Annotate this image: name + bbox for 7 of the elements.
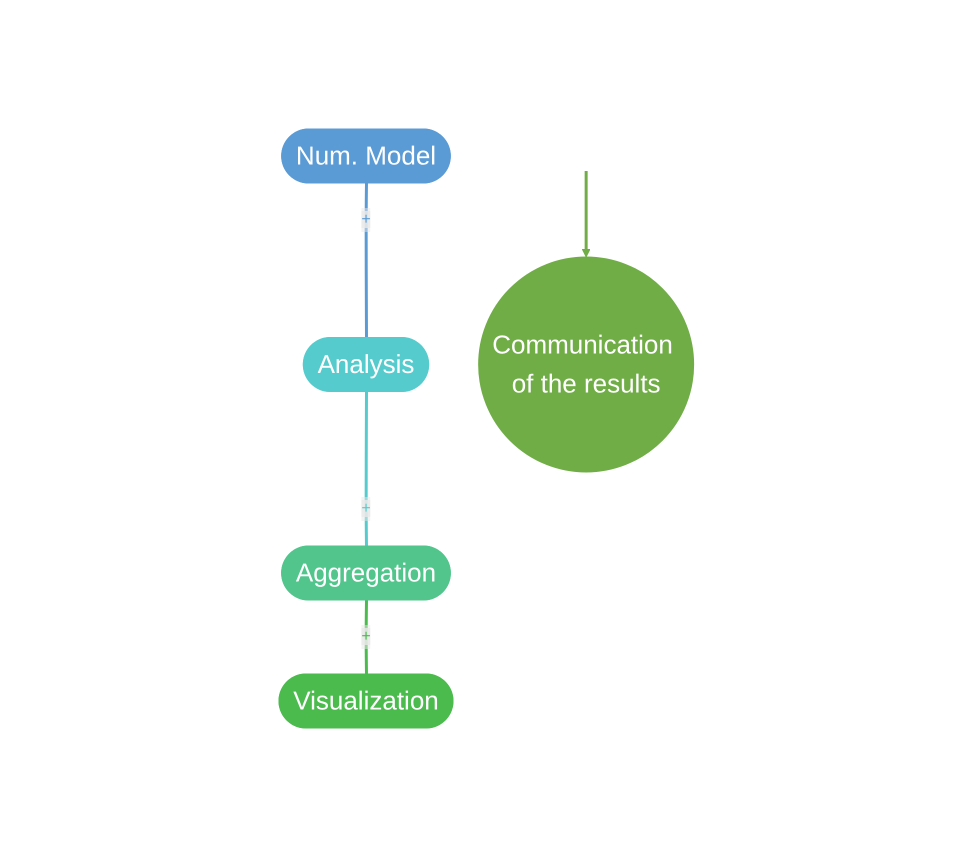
connector: [364, 182, 368, 338]
edge-label: +: [360, 627, 370, 644]
connector: [364, 392, 368, 546]
node-circle: Communication of the results: [478, 256, 694, 472]
edge-label: +: [360, 499, 370, 516]
arrow: [581, 170, 590, 257]
edge-label: +: [360, 210, 370, 228]
